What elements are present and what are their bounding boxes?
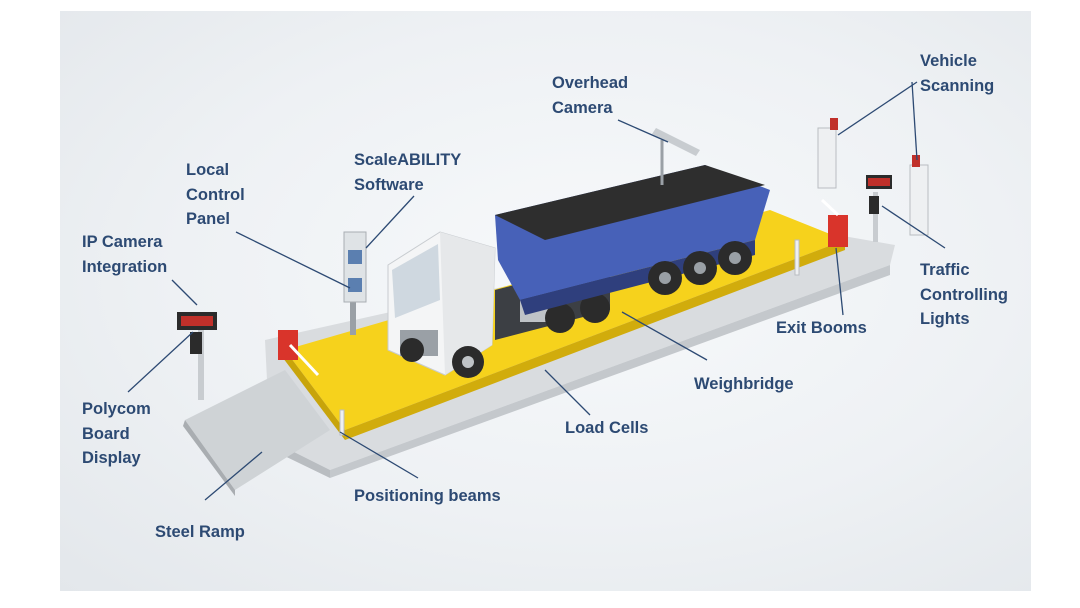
label-exit-booms: Exit Booms: [776, 319, 867, 337]
steel-ramp: [183, 370, 330, 496]
control-panel-kiosk: [343, 231, 367, 335]
leader-steel-ramp: [204, 451, 263, 501]
leader-exit-booms: [835, 247, 844, 316]
positioning-beams: [339, 239, 800, 436]
leader-weighbridge: [621, 311, 708, 361]
label-scaleability-software: ScaleABILITY Software: [354, 151, 462, 194]
overhead-camera-post: [652, 128, 700, 185]
label-overhead-camera: Overhead Camera: [552, 74, 629, 117]
vehicle-scanning-poles: [817, 118, 929, 236]
tipper-trailer: [495, 165, 770, 315]
traffic-light-pole: [866, 175, 892, 242]
leader-scaleability: [365, 195, 415, 249]
label-steel-ramp: Steel Ramp: [155, 523, 245, 541]
label-load-cells: Load Cells: [565, 419, 649, 437]
leader-local-control: [235, 231, 351, 289]
truck-cab: [387, 231, 496, 378]
label-positioning-beams: Positioning beams: [354, 487, 501, 505]
label-local-control-panel: Local Control Panel: [186, 161, 245, 228]
leader-vehicle-scanning-a: [837, 81, 918, 136]
leader-load-cells: [544, 369, 591, 416]
leader-positioning-beams: [339, 431, 419, 479]
entry-boom: [278, 330, 320, 377]
label-polycom-board-display: Polycom Board Display: [82, 400, 151, 467]
label-vehicle-scanning: Vehicle Scanning: [920, 52, 995, 95]
leader-traffic-lights: [881, 205, 946, 249]
leader-ip-camera: [171, 279, 198, 306]
label-traffic-controlling-lights: Traffic Controlling Lights: [920, 261, 1008, 328]
label-ip-camera-integration: IP Camera Integration: [82, 233, 168, 276]
polycom-display-pole: [177, 312, 217, 400]
exit-boom: [820, 198, 848, 247]
leader-lines: [127, 81, 946, 501]
leader-overhead-camera: [617, 119, 669, 143]
leader-polycom: [127, 331, 194, 393]
leader-vehicle-scanning-b: [911, 81, 918, 161]
label-weighbridge: Weighbridge: [694, 375, 794, 393]
